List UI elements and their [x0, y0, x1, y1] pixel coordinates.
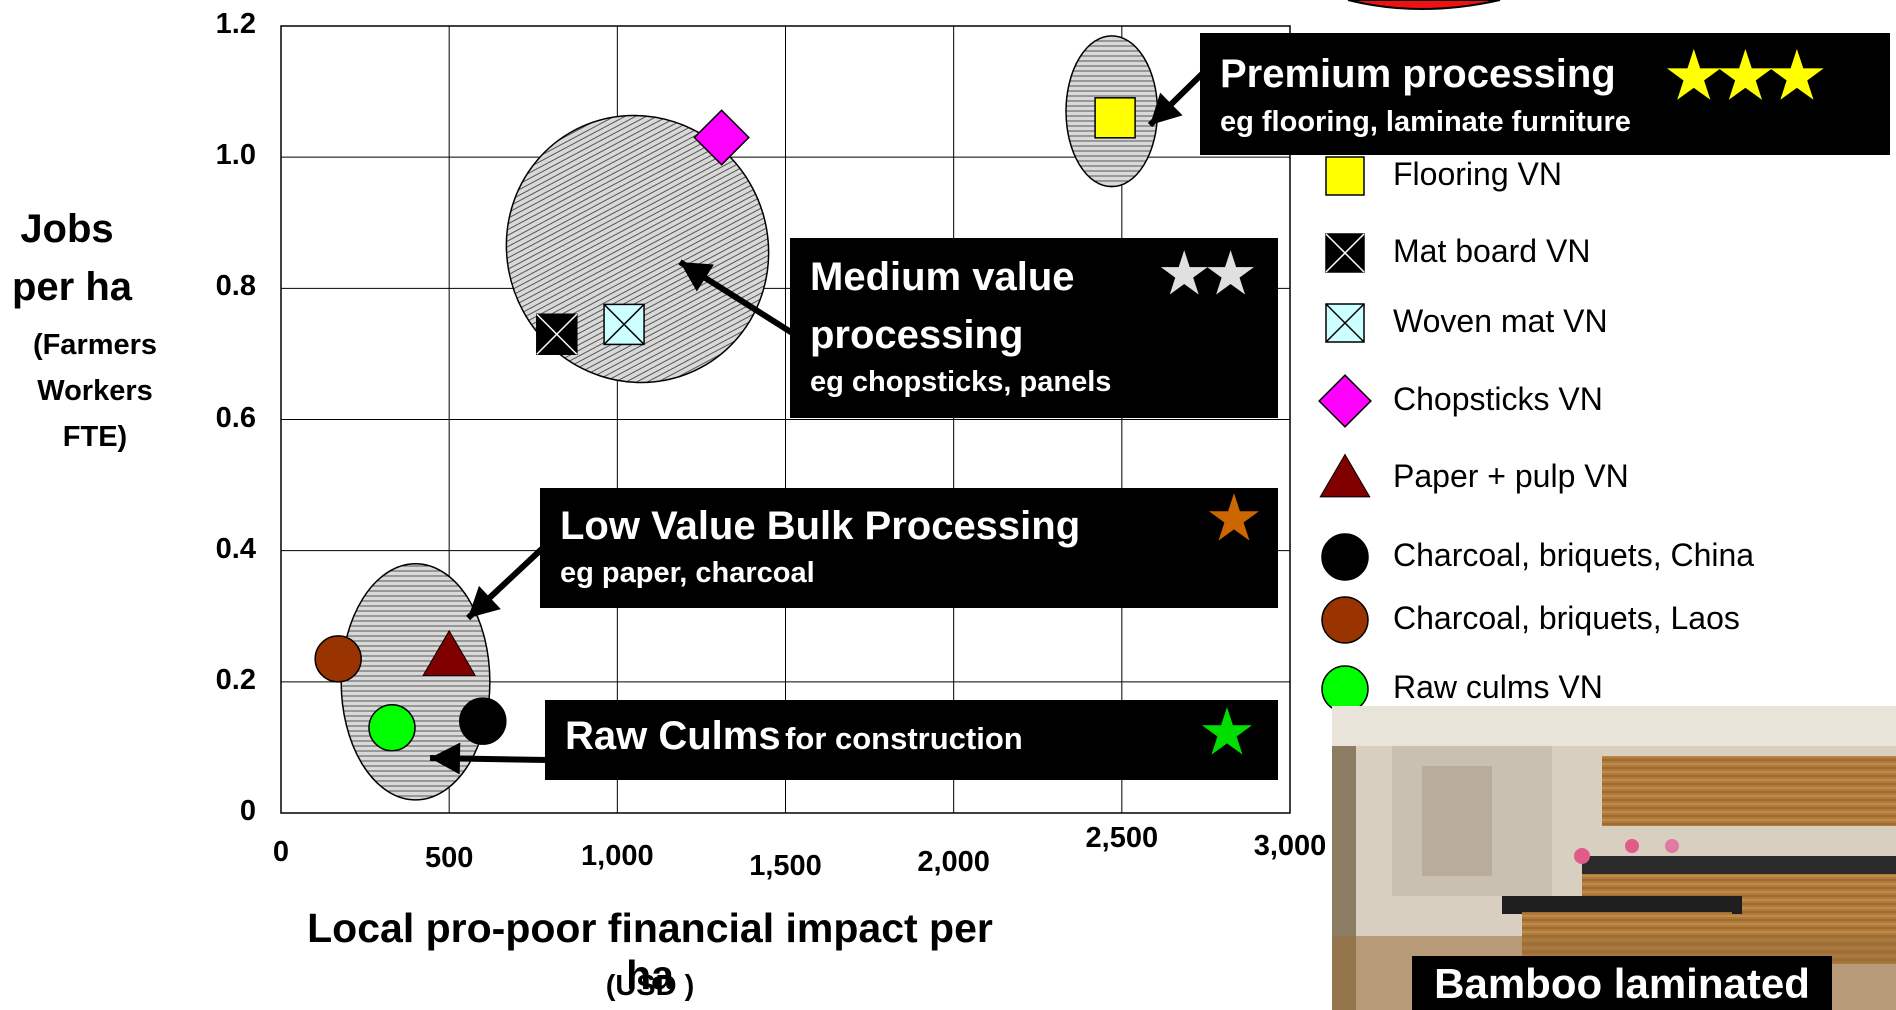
arrow-premium-head — [1150, 92, 1183, 125]
callout-medium: Medium value processing eg chopsticks, p… — [790, 238, 1278, 418]
y-axis-title-line3: (Farmers — [32, 329, 158, 361]
arrow-raw-head — [430, 742, 461, 775]
callout-low: Low Value Bulk Processing eg paper, char… — [540, 486, 1278, 608]
callout-raw-subtitle: for construction — [785, 721, 1023, 756]
callout-medium-title-line1: Medium value — [810, 255, 1075, 299]
x-tick-label: 2,500 — [1085, 822, 1159, 854]
callout-premium-subtitle: eg flooring, laminate furniture — [1220, 106, 1631, 138]
callout-medium-title-line2: processing — [810, 313, 1024, 357]
kitchen-photo: Bamboo laminated — [1332, 706, 1896, 1010]
legend-marker-paper-pulp-vn — [1319, 453, 1371, 498]
y-axis-title-line2: per ha — [12, 265, 133, 309]
y-tick-label: 1.0 — [215, 139, 256, 172]
legend-marker-mat-board-vn-cross-b — [1325, 233, 1365, 273]
x-tick-label: 2,000 — [917, 846, 990, 878]
x-axis-unit: (USD ) — [605, 970, 695, 1002]
callout-low-subtitle: eg paper, charcoal — [560, 557, 815, 589]
x-tick-label: 500 — [424, 842, 474, 874]
y-tick-label: 0.8 — [215, 270, 256, 303]
x-tick-label: 3,000 — [1253, 830, 1327, 862]
legend-marker-charcoal-briquets-china — [1321, 533, 1369, 581]
legend-label-paper-pulp-vn: Paper + pulp VN — [1393, 458, 1629, 494]
x-tick-label: 1,000 — [581, 840, 654, 872]
data-point-chopsticks-vn — [693, 109, 750, 166]
legend-marker-chopsticks-vn — [1318, 374, 1372, 428]
callout-premium-title: Premium processing — [1220, 52, 1616, 96]
data-point-flooring-vn — [1094, 97, 1136, 139]
legend-label-flooring-vn: Flooring VN — [1393, 156, 1562, 192]
legend-label-raw-culms-vn: Raw culms VN — [1393, 669, 1603, 705]
arrow-medium-head — [680, 262, 714, 292]
group-ellipse-low — [340, 563, 491, 801]
data-point-woven-mat-vn-cross-b — [603, 303, 645, 345]
callout-medium-subtitle: eg chopsticks, panels — [810, 366, 1112, 398]
legend-label-charcoal-briquets-china: Charcoal, briquets, China — [1393, 537, 1755, 573]
legend-label-charcoal-briquets-laos: Charcoal, briquets, Laos — [1393, 600, 1740, 636]
x-axis-title: Local pro-poor financial impact per ha — [307, 905, 993, 998]
x-tick-label: 1,500 — [749, 850, 822, 882]
y-tick-label: 0.6 — [215, 401, 256, 434]
arrow-low-head — [468, 585, 501, 618]
data-point-paper-pulp-vn — [422, 629, 477, 676]
callout-premium: Premium processing eg flooring, laminate… — [1200, 33, 1890, 155]
photo-caption: Bamboo laminated — [1412, 956, 1832, 1010]
callout-raw: Raw Culms for construction ★ — [545, 700, 1278, 780]
y-axis-title-line4: Workers — [37, 375, 153, 407]
legend-label-chopsticks-vn: Chopsticks VN — [1393, 381, 1603, 417]
star-icons-premium: ★★★ — [1666, 42, 1825, 111]
callout-raw-title: Raw Culms — [565, 714, 781, 758]
data-point-charcoal-briquets-laos — [314, 635, 362, 683]
red-shape — [1347, 0, 1501, 10]
legend-marker-flooring-vn — [1325, 156, 1365, 196]
star-icons-medium: ★★ — [1160, 244, 1255, 304]
legend-marker-woven-mat-vn-cross-b — [1325, 303, 1365, 343]
star-icon-raw: ★ — [1201, 700, 1253, 765]
y-tick-label: 0.2 — [215, 663, 256, 696]
legend-marker-charcoal-briquets-laos — [1321, 596, 1369, 644]
y-tick-label: 0 — [239, 795, 256, 827]
x-tick-label: 0 — [272, 836, 290, 868]
legend-label-mat-board-vn: Mat board VN — [1393, 233, 1591, 269]
y-tick-label: 1.2 — [215, 8, 256, 40]
callout-low-title: Low Value Bulk Processing — [560, 504, 1081, 548]
y-axis-title-line1: Jobs — [20, 207, 114, 251]
legend-label-woven-mat-vn: Woven mat VN — [1393, 303, 1608, 339]
y-tick-label: 0.4 — [215, 532, 256, 565]
y-axis-title-line5: FTE) — [62, 421, 128, 453]
star-icon-low: ★ — [1208, 486, 1260, 551]
data-point-mat-board-vn-cross-b — [536, 313, 578, 355]
data-point-raw-culms-vn — [368, 703, 416, 752]
data-point-charcoal-briquets-china — [459, 697, 507, 745]
